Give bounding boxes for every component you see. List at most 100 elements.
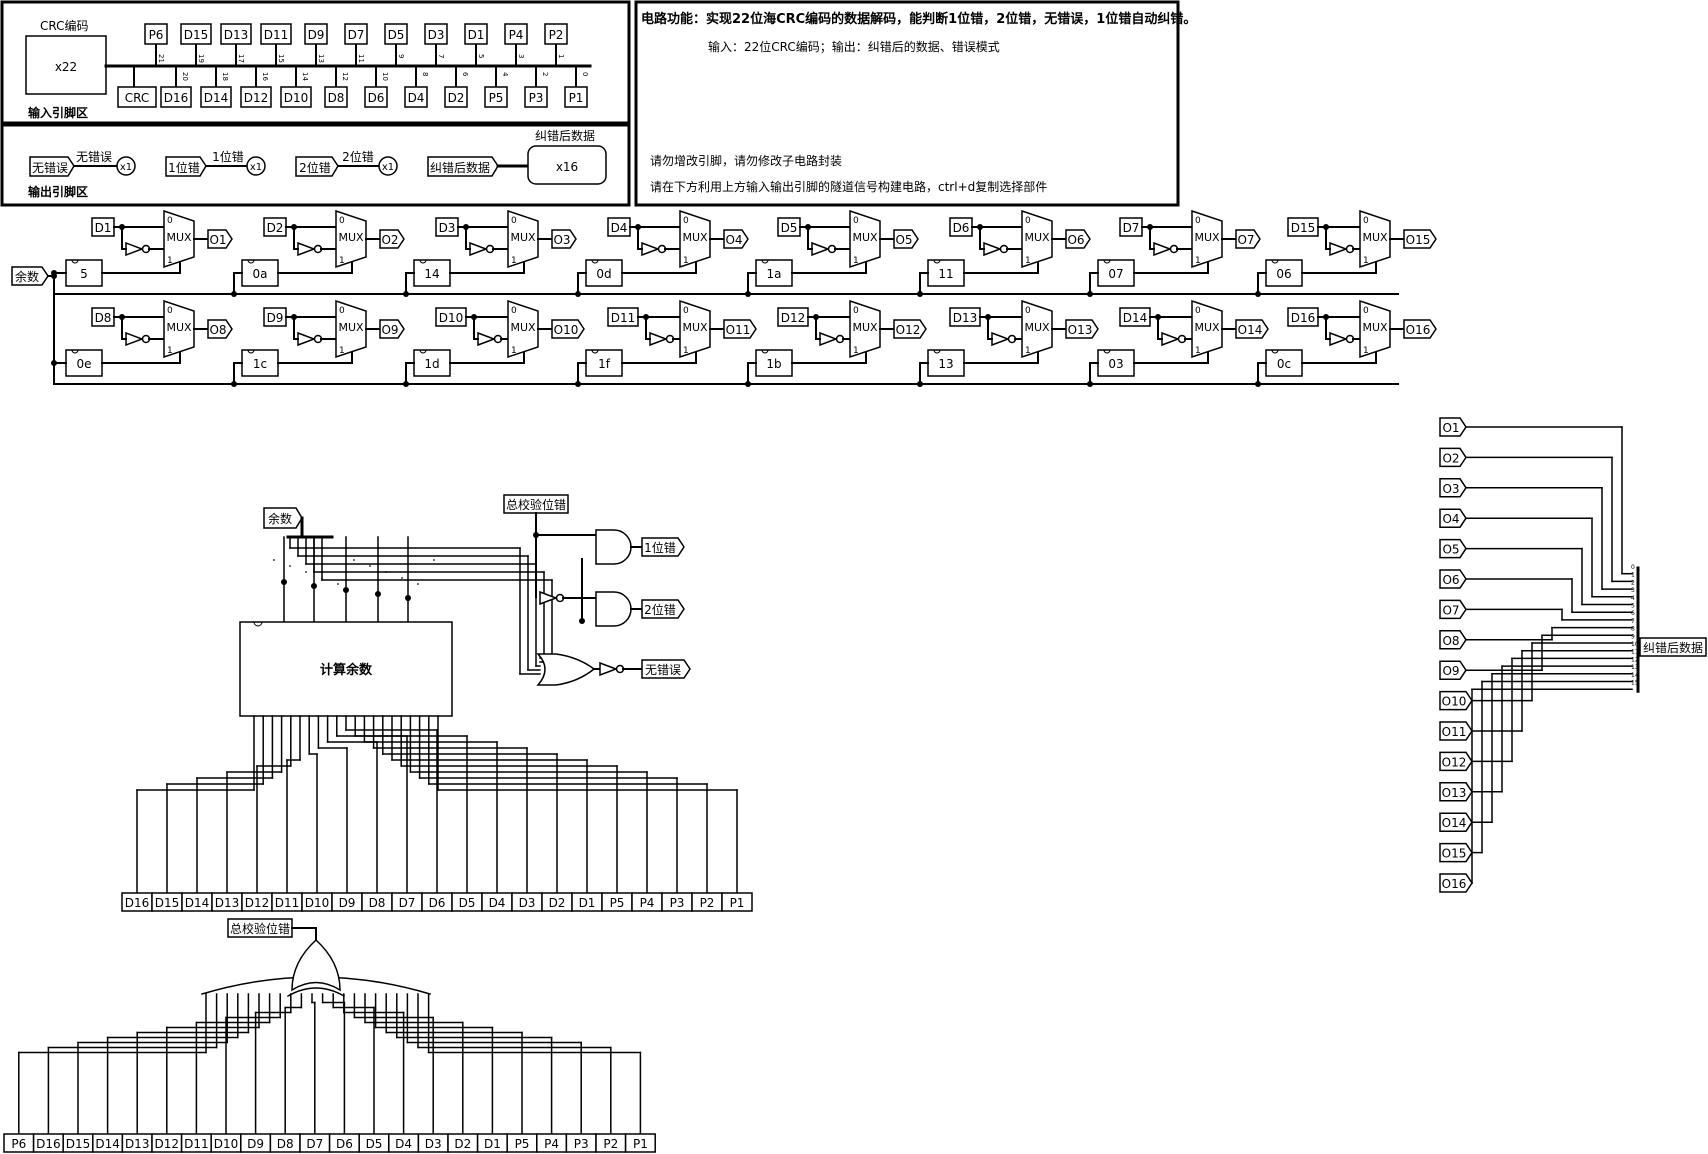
- input-tunnel-top-P6[interactable]: [144, 23, 168, 45]
- one-bit-tunnel[interactable]: [165, 156, 207, 177]
- mux-input-tunnel-D12[interactable]: [777, 307, 809, 327]
- mux-input-tunnel-D16[interactable]: [1287, 307, 1319, 327]
- input-tunnel-top-D15[interactable]: [180, 23, 212, 45]
- mux-input-tunnel-D7[interactable]: [1119, 217, 1143, 237]
- splitter-input-tunnel-O14[interactable]: [1439, 812, 1473, 832]
- mux-O14[interactable]: [1191, 299, 1223, 359]
- input-tunnel-bottom-D6[interactable]: [364, 86, 388, 108]
- mux-input-tunnel-D10[interactable]: [435, 307, 467, 327]
- mux-output-tunnel-O13[interactable]: [1065, 319, 1099, 339]
- not-gate[interactable]: [1329, 331, 1349, 347]
- mux-output-tunnel-O3[interactable]: [551, 229, 577, 249]
- mux-O6[interactable]: [1021, 209, 1053, 269]
- not-gate[interactable]: [811, 241, 831, 257]
- not-gate[interactable]: [819, 331, 839, 347]
- and-gate-one-bit[interactable]: [595, 529, 632, 565]
- mux-output-tunnel-O6[interactable]: [1065, 229, 1091, 249]
- splitter-input-tunnel-O16[interactable]: [1439, 873, 1473, 893]
- mux-input-tunnel-D5[interactable]: [777, 217, 801, 237]
- splitter-input-tunnel-O12[interactable]: [1439, 751, 1473, 772]
- not-gate[interactable]: [469, 241, 489, 257]
- splitter-input-tunnel-O5[interactable]: [1439, 538, 1467, 559]
- mux-output-tunnel-O8[interactable]: [207, 319, 233, 339]
- calc-remainder-block[interactable]: [239, 621, 453, 717]
- two-bit-output-pin[interactable]: [378, 156, 398, 176]
- mux-input-tunnel-D13[interactable]: [949, 307, 981, 327]
- input-tunnel-top-D11[interactable]: [260, 23, 292, 45]
- comparator-14[interactable]: [413, 259, 451, 287]
- parity-tunnel-bottom[interactable]: [227, 918, 293, 938]
- splitter-input-tunnel-O10[interactable]: [1439, 690, 1473, 711]
- remainder-tunnel-mux[interactable]: [11, 266, 49, 286]
- mux-O11[interactable]: [679, 299, 711, 359]
- splitter-input-tunnel-O6[interactable]: [1439, 569, 1467, 589]
- input-tunnel-top-D5[interactable]: [384, 23, 408, 45]
- mux-output-tunnel-O12[interactable]: [893, 319, 927, 339]
- mux-output-tunnel-O10[interactable]: [551, 319, 585, 339]
- mux-input-tunnel-D9[interactable]: [263, 307, 287, 327]
- not-gate[interactable]: [297, 331, 317, 347]
- comparator-13[interactable]: [927, 349, 965, 377]
- splitter-input-tunnel-O11[interactable]: [1439, 721, 1473, 741]
- no-error-output-pin[interactable]: [116, 156, 136, 176]
- mux-O8[interactable]: [163, 299, 195, 359]
- not-gate[interactable]: [125, 241, 145, 257]
- input-tunnel-top-P4[interactable]: [504, 23, 528, 45]
- one-bit-output-pin[interactable]: [246, 156, 266, 176]
- parity-input-tunnel-P1[interactable]: [624, 1133, 656, 1153]
- mux-output-tunnel-O15[interactable]: [1403, 229, 1437, 249]
- mux-O7[interactable]: [1191, 209, 1223, 269]
- input-tunnel-bottom-P3[interactable]: [524, 86, 548, 108]
- input-tunnel-bottom-D14[interactable]: [200, 86, 232, 108]
- mux-input-tunnel-D4[interactable]: [607, 217, 631, 237]
- not-gate[interactable]: [297, 241, 317, 257]
- remainder-tunnel-calc[interactable]: [263, 507, 303, 529]
- input-tunnel-top-D1[interactable]: [464, 23, 488, 45]
- mux-O10[interactable]: [507, 299, 539, 359]
- mux-output-tunnel-O4[interactable]: [723, 229, 749, 249]
- splitter-input-tunnel-O3[interactable]: [1439, 478, 1467, 498]
- input-tunnel-bottom-P1[interactable]: [564, 86, 588, 108]
- mux-O1[interactable]: [163, 209, 195, 269]
- mux-output-tunnel-O2[interactable]: [379, 229, 405, 249]
- input-tunnel-bottom-D4[interactable]: [404, 86, 428, 108]
- comparator-1f[interactable]: [585, 349, 623, 377]
- splitter-input-tunnel-O1[interactable]: [1439, 417, 1467, 437]
- input-tunnel-top-D7[interactable]: [344, 23, 368, 45]
- corrected-output-pin[interactable]: [527, 145, 607, 185]
- mux-O13[interactable]: [1021, 299, 1053, 359]
- mux-input-tunnel-D15[interactable]: [1287, 217, 1319, 237]
- no-error-tunnel[interactable]: [29, 156, 75, 177]
- splitter-input-tunnel-O15[interactable]: [1439, 842, 1473, 863]
- mux-output-tunnel-O11[interactable]: [723, 319, 757, 339]
- corrected-tunnel[interactable]: [427, 156, 499, 177]
- splitter-input-tunnel-O4[interactable]: [1439, 508, 1467, 528]
- mux-input-tunnel-D14[interactable]: [1119, 307, 1151, 327]
- mux-O5[interactable]: [849, 209, 881, 269]
- splitter-output-tunnel[interactable]: [1639, 637, 1707, 657]
- parity-tunnel-top[interactable]: [503, 494, 569, 514]
- not-gate[interactable]: [125, 331, 145, 347]
- mux-O12[interactable]: [849, 299, 881, 359]
- not-gate[interactable]: [1153, 241, 1173, 257]
- input-tunnel-top-D13[interactable]: [220, 23, 252, 45]
- mux-output-tunnel-O9[interactable]: [379, 319, 405, 339]
- mux-input-tunnel-D3[interactable]: [435, 217, 459, 237]
- not-gate[interactable]: [649, 331, 669, 347]
- not-gate[interactable]: [991, 331, 1011, 347]
- input-tunnel-bottom-D16[interactable]: [160, 86, 192, 108]
- mux-output-tunnel-O14[interactable]: [1235, 319, 1269, 339]
- xor-gate-parity[interactable]: [291, 938, 341, 992]
- mux-O16[interactable]: [1359, 299, 1391, 359]
- mux-input-tunnel-D6[interactable]: [949, 217, 973, 237]
- mux-input-tunnel-D11[interactable]: [607, 307, 639, 327]
- two-bit-out-tunnel[interactable]: [641, 599, 685, 619]
- mux-O15[interactable]: [1359, 209, 1391, 269]
- mux-input-tunnel-D8[interactable]: [91, 307, 115, 327]
- input-tunnel-bottom-D8[interactable]: [324, 86, 348, 108]
- mux-output-tunnel-O7[interactable]: [1235, 229, 1261, 249]
- input-tunnel-top-P2[interactable]: [544, 23, 568, 45]
- or-gate-no-error[interactable]: [536, 653, 596, 686]
- no-error-out-tunnel[interactable]: [641, 659, 691, 679]
- mux-input-tunnel-D2[interactable]: [263, 217, 287, 237]
